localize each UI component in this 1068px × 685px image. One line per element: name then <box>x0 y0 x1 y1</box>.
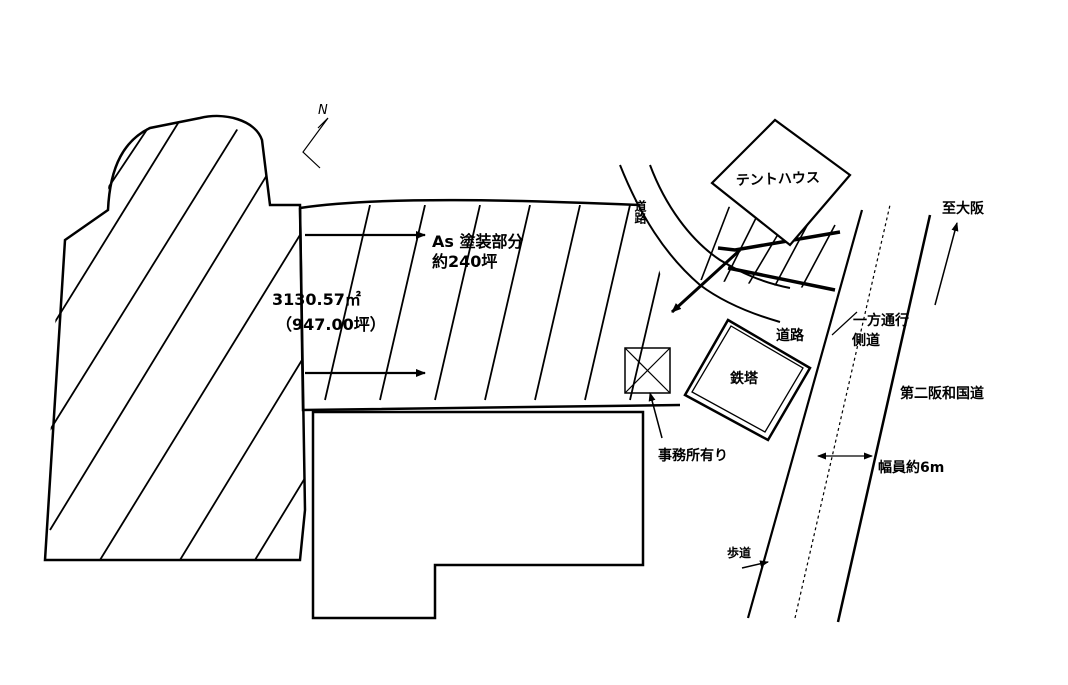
to-osaka-label: 至大阪 <box>942 200 985 217</box>
road-label: 道路 <box>776 327 805 344</box>
area-tsubo-label: （947.00坪） <box>276 315 386 334</box>
north-arrow-icon <box>302 117 329 169</box>
national-route-label: 第二阪和国道 <box>900 385 984 402</box>
left-hatched-lot <box>43 114 307 562</box>
curved-road <box>619 164 791 323</box>
sidewalk-label: 歩道 <box>727 545 751 560</box>
tower-label: 鉄塔 <box>730 370 759 387</box>
main-road <box>746 204 932 623</box>
sidewalk-pointer <box>741 560 769 569</box>
middle-paved-area <box>298 198 681 412</box>
office-box <box>624 347 671 394</box>
left-lot-outline <box>43 114 307 562</box>
road-vertical-label: 道路 <box>633 199 647 225</box>
area-label: 3130.57㎡ <box>272 290 361 309</box>
north-label: N <box>318 103 328 118</box>
as-paved-label: As 塗装部分 <box>432 232 523 251</box>
tent-house-label: テントハウス <box>736 170 821 189</box>
tent-house-box <box>710 118 852 247</box>
building-footprint <box>311 410 645 620</box>
about-240-label: 約240坪 <box>432 252 497 271</box>
tent-house-approach-lines <box>717 230 841 292</box>
tower-box-inner <box>691 325 804 433</box>
office-pointer <box>648 392 663 439</box>
middle-area-outline <box>298 198 681 412</box>
side-road-label: 側道 <box>851 332 880 349</box>
one-way-label: 一方通行 <box>853 312 909 329</box>
left-lot-hatching <box>49 119 305 560</box>
width-label: 幅員約6m <box>878 459 944 476</box>
entrance-arrow <box>670 248 742 314</box>
middle-area-hatching <box>324 205 666 401</box>
to-osaka-arrow <box>934 222 959 306</box>
office-label: 事務所有り <box>658 447 728 464</box>
